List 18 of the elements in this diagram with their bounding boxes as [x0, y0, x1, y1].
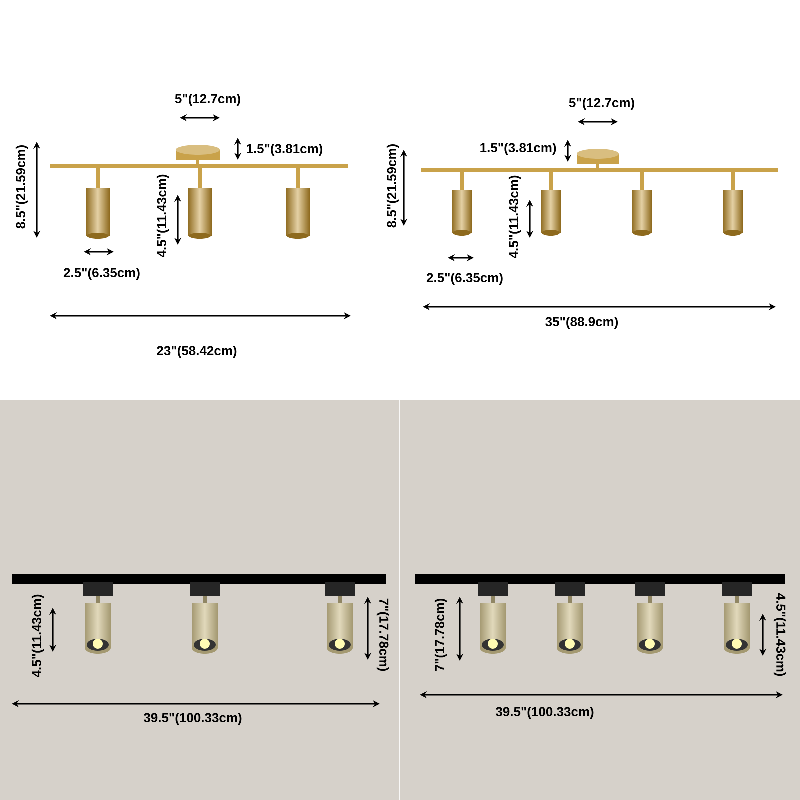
dimension-label: 2.5"(6.35cm): [64, 268, 140, 280]
dimension-label: 39.5"(100.33cm): [496, 706, 594, 720]
dimension-label: 8.5"(21.59cm): [386, 144, 400, 228]
dimension-label: 7"(17.78cm): [376, 598, 390, 672]
dimension-label: 4.5"(11.43cm): [774, 593, 786, 676]
dimension-label: 4.5"(11.43cm): [508, 176, 522, 259]
dimension-label: 1.5"(3.81cm): [247, 144, 323, 156]
dimension-label: 35"(88.9cm): [546, 316, 618, 330]
dimension-label: 4.5"(11.43cm): [156, 174, 170, 258]
dimension-label: 4.5"(11.43cm): [32, 594, 44, 678]
dimension-label: 2.5"(6.35cm): [426, 272, 503, 286]
dimension-label: 23"(58.42cm): [157, 346, 237, 358]
dimension-label: 39.5"(100.33cm): [144, 712, 242, 726]
dimension-label: 8.5"(21.59cm): [16, 146, 28, 229]
dimension-label: 1.5"(3.81cm): [480, 142, 556, 156]
dimension-label: 5"(12.7cm): [175, 94, 240, 106]
dimension-label: 5"(12.7cm): [569, 98, 634, 110]
dimension-label: 7"(17.78cm): [434, 598, 448, 672]
